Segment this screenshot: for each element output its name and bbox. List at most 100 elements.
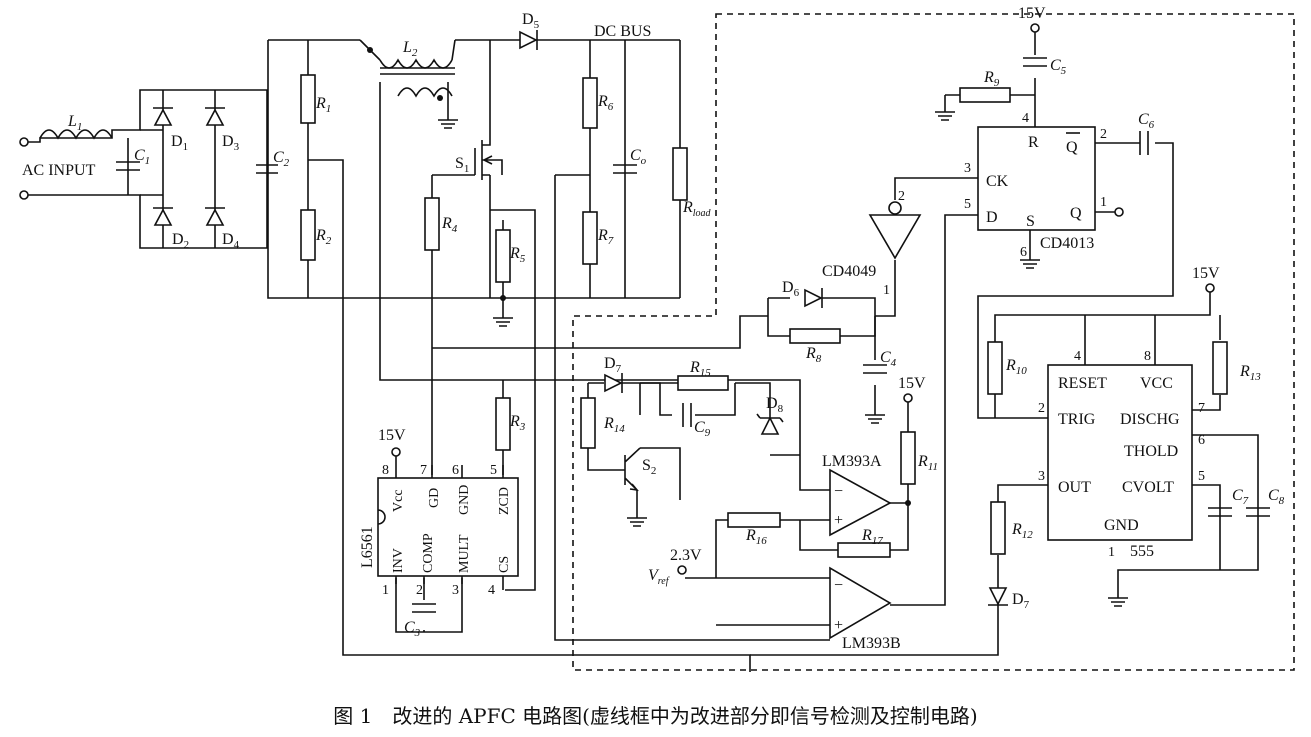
l6561-num-6: 6	[452, 463, 459, 478]
ground-r9	[935, 95, 955, 121]
cd4013-pin-s: S	[1026, 213, 1035, 230]
diode-d2	[153, 207, 173, 226]
ic555-pin-gnd: GND	[1104, 517, 1139, 534]
ic555-pin-out: OUT	[1058, 479, 1091, 496]
label-r15: R15	[689, 359, 711, 379]
ic-l6561	[377, 456, 519, 590]
cd4013-pin-ck: CK	[986, 173, 1009, 190]
comparator-lm393b	[829, 566, 892, 640]
label-c2: C2	[273, 149, 290, 169]
ic555-num-6: 6	[1198, 433, 1205, 448]
label-15v-l6561: 15V	[378, 427, 406, 444]
label-r6: R6	[597, 93, 614, 113]
resistor-r16	[727, 512, 781, 528]
label-15v-555: 15V	[1192, 265, 1220, 282]
label-r17: R17	[861, 527, 883, 547]
capacitor-c9	[682, 403, 692, 427]
label-r1: R1	[315, 95, 331, 115]
label-rload: Rload	[682, 199, 712, 219]
ic555-pin-reset: RESET	[1058, 375, 1107, 392]
capacitor-c8	[1246, 507, 1270, 517]
label-d7a: D7	[604, 355, 622, 375]
label-d1: D1	[171, 133, 188, 153]
resistor-rload	[672, 147, 688, 201]
label-c3: C3	[404, 619, 421, 639]
label-l2: L2	[402, 39, 418, 59]
inductor-l1	[39, 129, 113, 140]
label-cd4013: CD4013	[1040, 235, 1094, 252]
label-ac-input: AC INPUT	[22, 162, 96, 179]
l6561-num-2: 2	[416, 583, 423, 598]
label-lm393a: LM393A	[822, 453, 882, 470]
resistor-r4	[424, 197, 440, 251]
cd4049-num-2: 2	[898, 189, 905, 204]
label-co: Co	[630, 147, 647, 167]
capacitor-c2	[256, 164, 278, 174]
label-r16: R16	[745, 527, 767, 547]
ic555-num-3: 3	[1038, 469, 1045, 484]
label-r5: R5	[509, 245, 526, 265]
label-vref: Vref	[648, 567, 670, 587]
capacitor-c4	[863, 364, 887, 374]
l6561-pin-inv: INV	[391, 548, 406, 573]
label-r8: R8	[805, 345, 822, 365]
ic555-num-8: 8	[1144, 349, 1151, 364]
inverter-cd4049	[868, 201, 922, 260]
l6561-pin-comp: COMP	[421, 533, 436, 573]
ic-cd4013	[977, 126, 1096, 231]
label-dc-bus: DC BUS	[594, 23, 651, 40]
label-l6561: L6561	[359, 526, 376, 568]
ic555-pin-dischg: DISCHG	[1120, 411, 1180, 428]
label-r13: R13	[1239, 363, 1261, 383]
diode-d7-input	[604, 373, 623, 393]
label-d2: D2	[172, 231, 189, 251]
label-l1: L1	[67, 113, 82, 133]
label-d7b: D7	[1012, 591, 1030, 611]
diode-d5	[519, 30, 538, 50]
label-15v-lm393a: 15V	[898, 375, 926, 392]
capacitor-c5	[1023, 57, 1047, 67]
vref-terminal	[677, 565, 687, 575]
ground-c4	[865, 414, 885, 424]
l6561-num-8: 8	[382, 463, 389, 478]
resistor-r15	[677, 375, 729, 391]
cd4013-pin-qbar: Q	[1066, 139, 1078, 156]
resistor-r14	[580, 397, 596, 449]
cd4013-num-4: 4	[1022, 111, 1029, 126]
cd4013-num-6: 6	[1020, 245, 1027, 260]
lm393a-minus: −	[834, 483, 843, 500]
inductor-l2-secondary	[397, 87, 453, 98]
capacitor-c7	[1208, 507, 1232, 517]
junction-r5	[500, 295, 506, 301]
ic555-pin-trig: TRIG	[1058, 411, 1096, 428]
l6561-pin-cs: CS	[497, 556, 512, 573]
resistor-r7	[582, 211, 598, 265]
label-d8: D8	[766, 395, 784, 415]
ic555-pin-vcc: VCC	[1140, 375, 1173, 392]
label-c1: C1	[134, 147, 150, 167]
cd4013-pin-q: Q	[1070, 205, 1082, 222]
diode-d4	[205, 207, 225, 226]
cd4013-q-terminal	[1114, 207, 1124, 217]
label-c4: C4	[880, 349, 897, 369]
resistor-r10	[987, 341, 1003, 395]
label-c5: C5	[1050, 57, 1067, 77]
diode-d3	[205, 107, 225, 126]
label-r12: R12	[1011, 521, 1033, 541]
resistor-r8	[789, 328, 841, 344]
resistor-r2	[300, 209, 316, 261]
capacitor-c1	[116, 161, 140, 171]
capacitor-c6	[1139, 131, 1149, 155]
ic555-num-1: 1	[1108, 545, 1115, 560]
diode-d7-output	[988, 587, 1008, 606]
resistor-r3	[495, 397, 511, 451]
lm393b-plus: +	[834, 617, 843, 634]
lm393a-plus: +	[834, 512, 843, 529]
cd4013-15v-terminal	[1030, 23, 1040, 33]
l6561-num-5: 5	[490, 463, 497, 478]
label-c7: C7	[1232, 487, 1249, 507]
l6561-pin-vcc: Vcc	[391, 489, 406, 512]
ground-l2	[438, 119, 458, 129]
label-r11: R11	[917, 453, 938, 473]
resistor-r6	[582, 77, 598, 129]
